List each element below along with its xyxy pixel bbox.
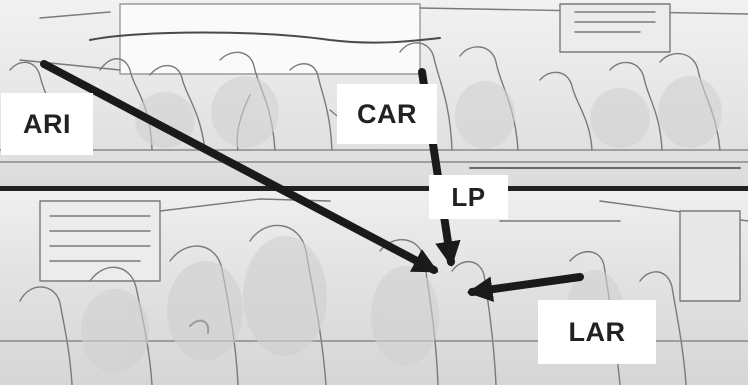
label-car: CAR — [337, 84, 437, 144]
label-lp: LP — [429, 175, 508, 219]
label-lar: LAR — [538, 300, 656, 364]
label-ari: ARI — [1, 93, 93, 155]
